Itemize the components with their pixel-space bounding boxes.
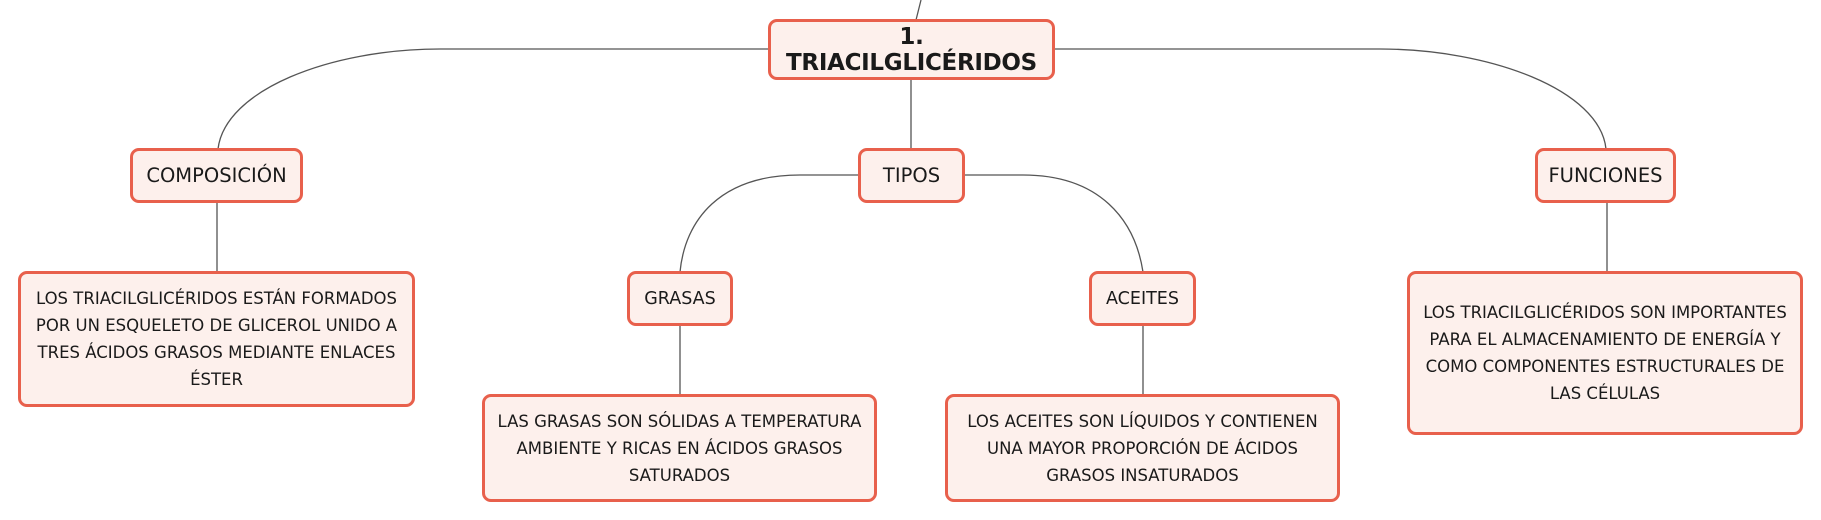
composicion-description: LOS TRIACILGLICÉRIDOS ESTÁN FORMADOS POR…	[35, 289, 398, 389]
composicion-label: COMPOSICIÓN	[146, 164, 287, 187]
link-tipos-to-grasas	[679, 174, 859, 273]
funciones-description: LOS TRIACILGLICÉRIDOS SON IMPORTANTES PA…	[1423, 303, 1787, 403]
aceites-node[interactable]: ACEITES	[1089, 271, 1196, 326]
grasas-description-node[interactable]: LAS GRASAS SON SÓLIDAS A TEMPERATURA AMB…	[482, 394, 877, 502]
tipos-node[interactable]: TIPOS	[858, 148, 965, 203]
aceites-description: LOS ACEITES SON LÍQUIDOS Y CONTIENEN UNA…	[967, 411, 1318, 485]
funciones-description-node[interactable]: LOS TRIACILGLICÉRIDOS SON IMPORTANTES PA…	[1407, 271, 1803, 435]
composicion-node[interactable]: COMPOSICIÓN	[130, 148, 303, 203]
link-root-to-composicion	[217, 48, 769, 150]
root-topic-label: 1. TRIACILGLICÉRIDOS	[786, 23, 1037, 76]
aceites-label: ACEITES	[1106, 288, 1179, 309]
aceites-description-node[interactable]: LOS ACEITES SON LÍQUIDOS Y CONTIENEN UNA…	[945, 394, 1340, 502]
root-topic-node[interactable]: 1. TRIACILGLICÉRIDOS	[768, 19, 1055, 80]
grasas-description: LAS GRASAS SON SÓLIDAS A TEMPERATURA AMB…	[497, 411, 862, 485]
grasas-label: GRASAS	[644, 288, 716, 309]
grasas-node[interactable]: GRASAS	[627, 271, 733, 326]
link-parent-to-root	[915, 0, 922, 21]
link-root-to-funciones	[1054, 48, 1607, 150]
funciones-node[interactable]: FUNCIONES	[1535, 148, 1676, 203]
link-tipos-to-aceites	[964, 174, 1144, 273]
tipos-label: TIPOS	[882, 164, 941, 187]
funciones-label: FUNCIONES	[1548, 164, 1663, 187]
composicion-description-node[interactable]: LOS TRIACILGLICÉRIDOS ESTÁN FORMADOS POR…	[18, 271, 415, 407]
